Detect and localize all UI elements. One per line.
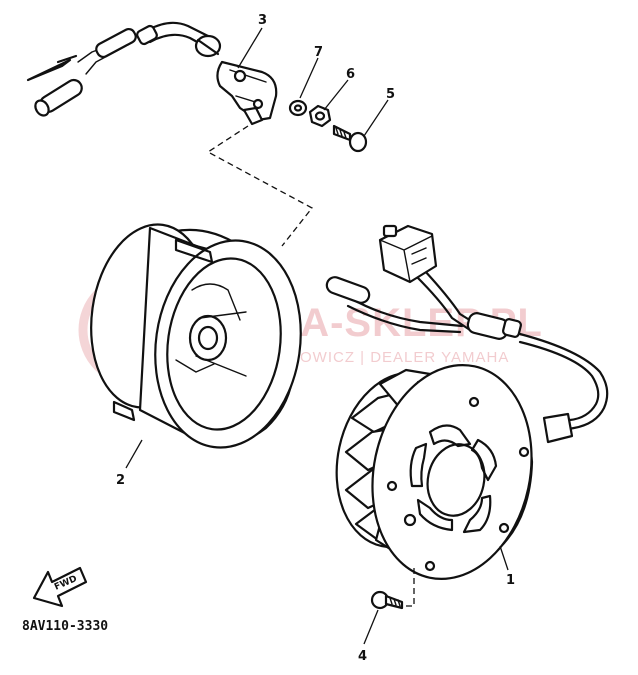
screw-part-4: [370, 590, 404, 610]
callout-7: 7: [314, 45, 323, 60]
callout-1: 1: [506, 573, 515, 588]
washer-part-7: [288, 99, 308, 117]
coupler-connector: [378, 224, 438, 284]
pickup-coil-lead: [26, 21, 222, 117]
callout-4: 4: [358, 649, 367, 664]
forward-arrow-icon: FWD: [32, 566, 88, 608]
callout-5: 5: [386, 87, 395, 102]
stator-lead: [325, 268, 609, 444]
pickup-coil: [216, 60, 278, 126]
leader-lines: [125, 27, 509, 645]
callout-2: 2: [116, 473, 125, 488]
callout-6: 6: [346, 67, 355, 82]
nut-part-6: [308, 104, 332, 128]
bullet-connector-top: [26, 27, 137, 82]
bullet-connector-stator: [325, 276, 371, 304]
screw-part-5: [332, 124, 368, 153]
bullet-connector-bottom: [34, 78, 83, 117]
assembly-line-screw: [406, 566, 415, 607]
stator-assembly: [335, 364, 534, 580]
callout-3: 3: [258, 13, 267, 28]
rotor-flywheel: [90, 223, 302, 449]
assembly-line-coil: [206, 125, 313, 247]
diagram-code: 8AV110-3330: [22, 619, 108, 634]
